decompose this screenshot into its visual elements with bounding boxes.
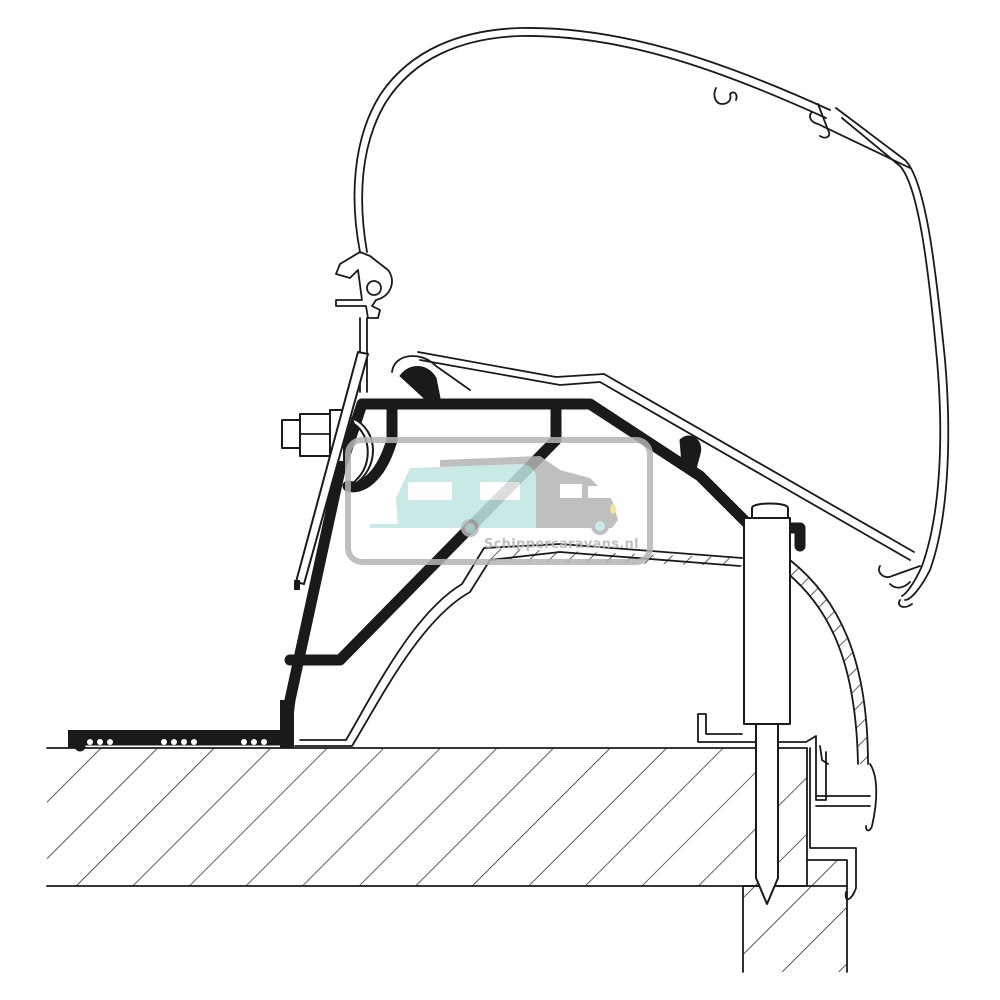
- screw: [743, 502, 791, 905]
- awning-cassette: [335, 27, 950, 608]
- roof-panel: [46, 747, 808, 887]
- base-teeth: [87, 739, 267, 745]
- gutter-rail: [294, 543, 878, 901]
- caravan-and-camper-icon: [370, 456, 618, 537]
- mounting-bolt: [281, 351, 374, 590]
- watermark-text: Schippercaravans.nl: [484, 537, 639, 552]
- watermark: Schippercaravans.nl: [345, 437, 653, 565]
- adapter-profile: [68, 355, 806, 752]
- wall-panel: [742, 859, 848, 973]
